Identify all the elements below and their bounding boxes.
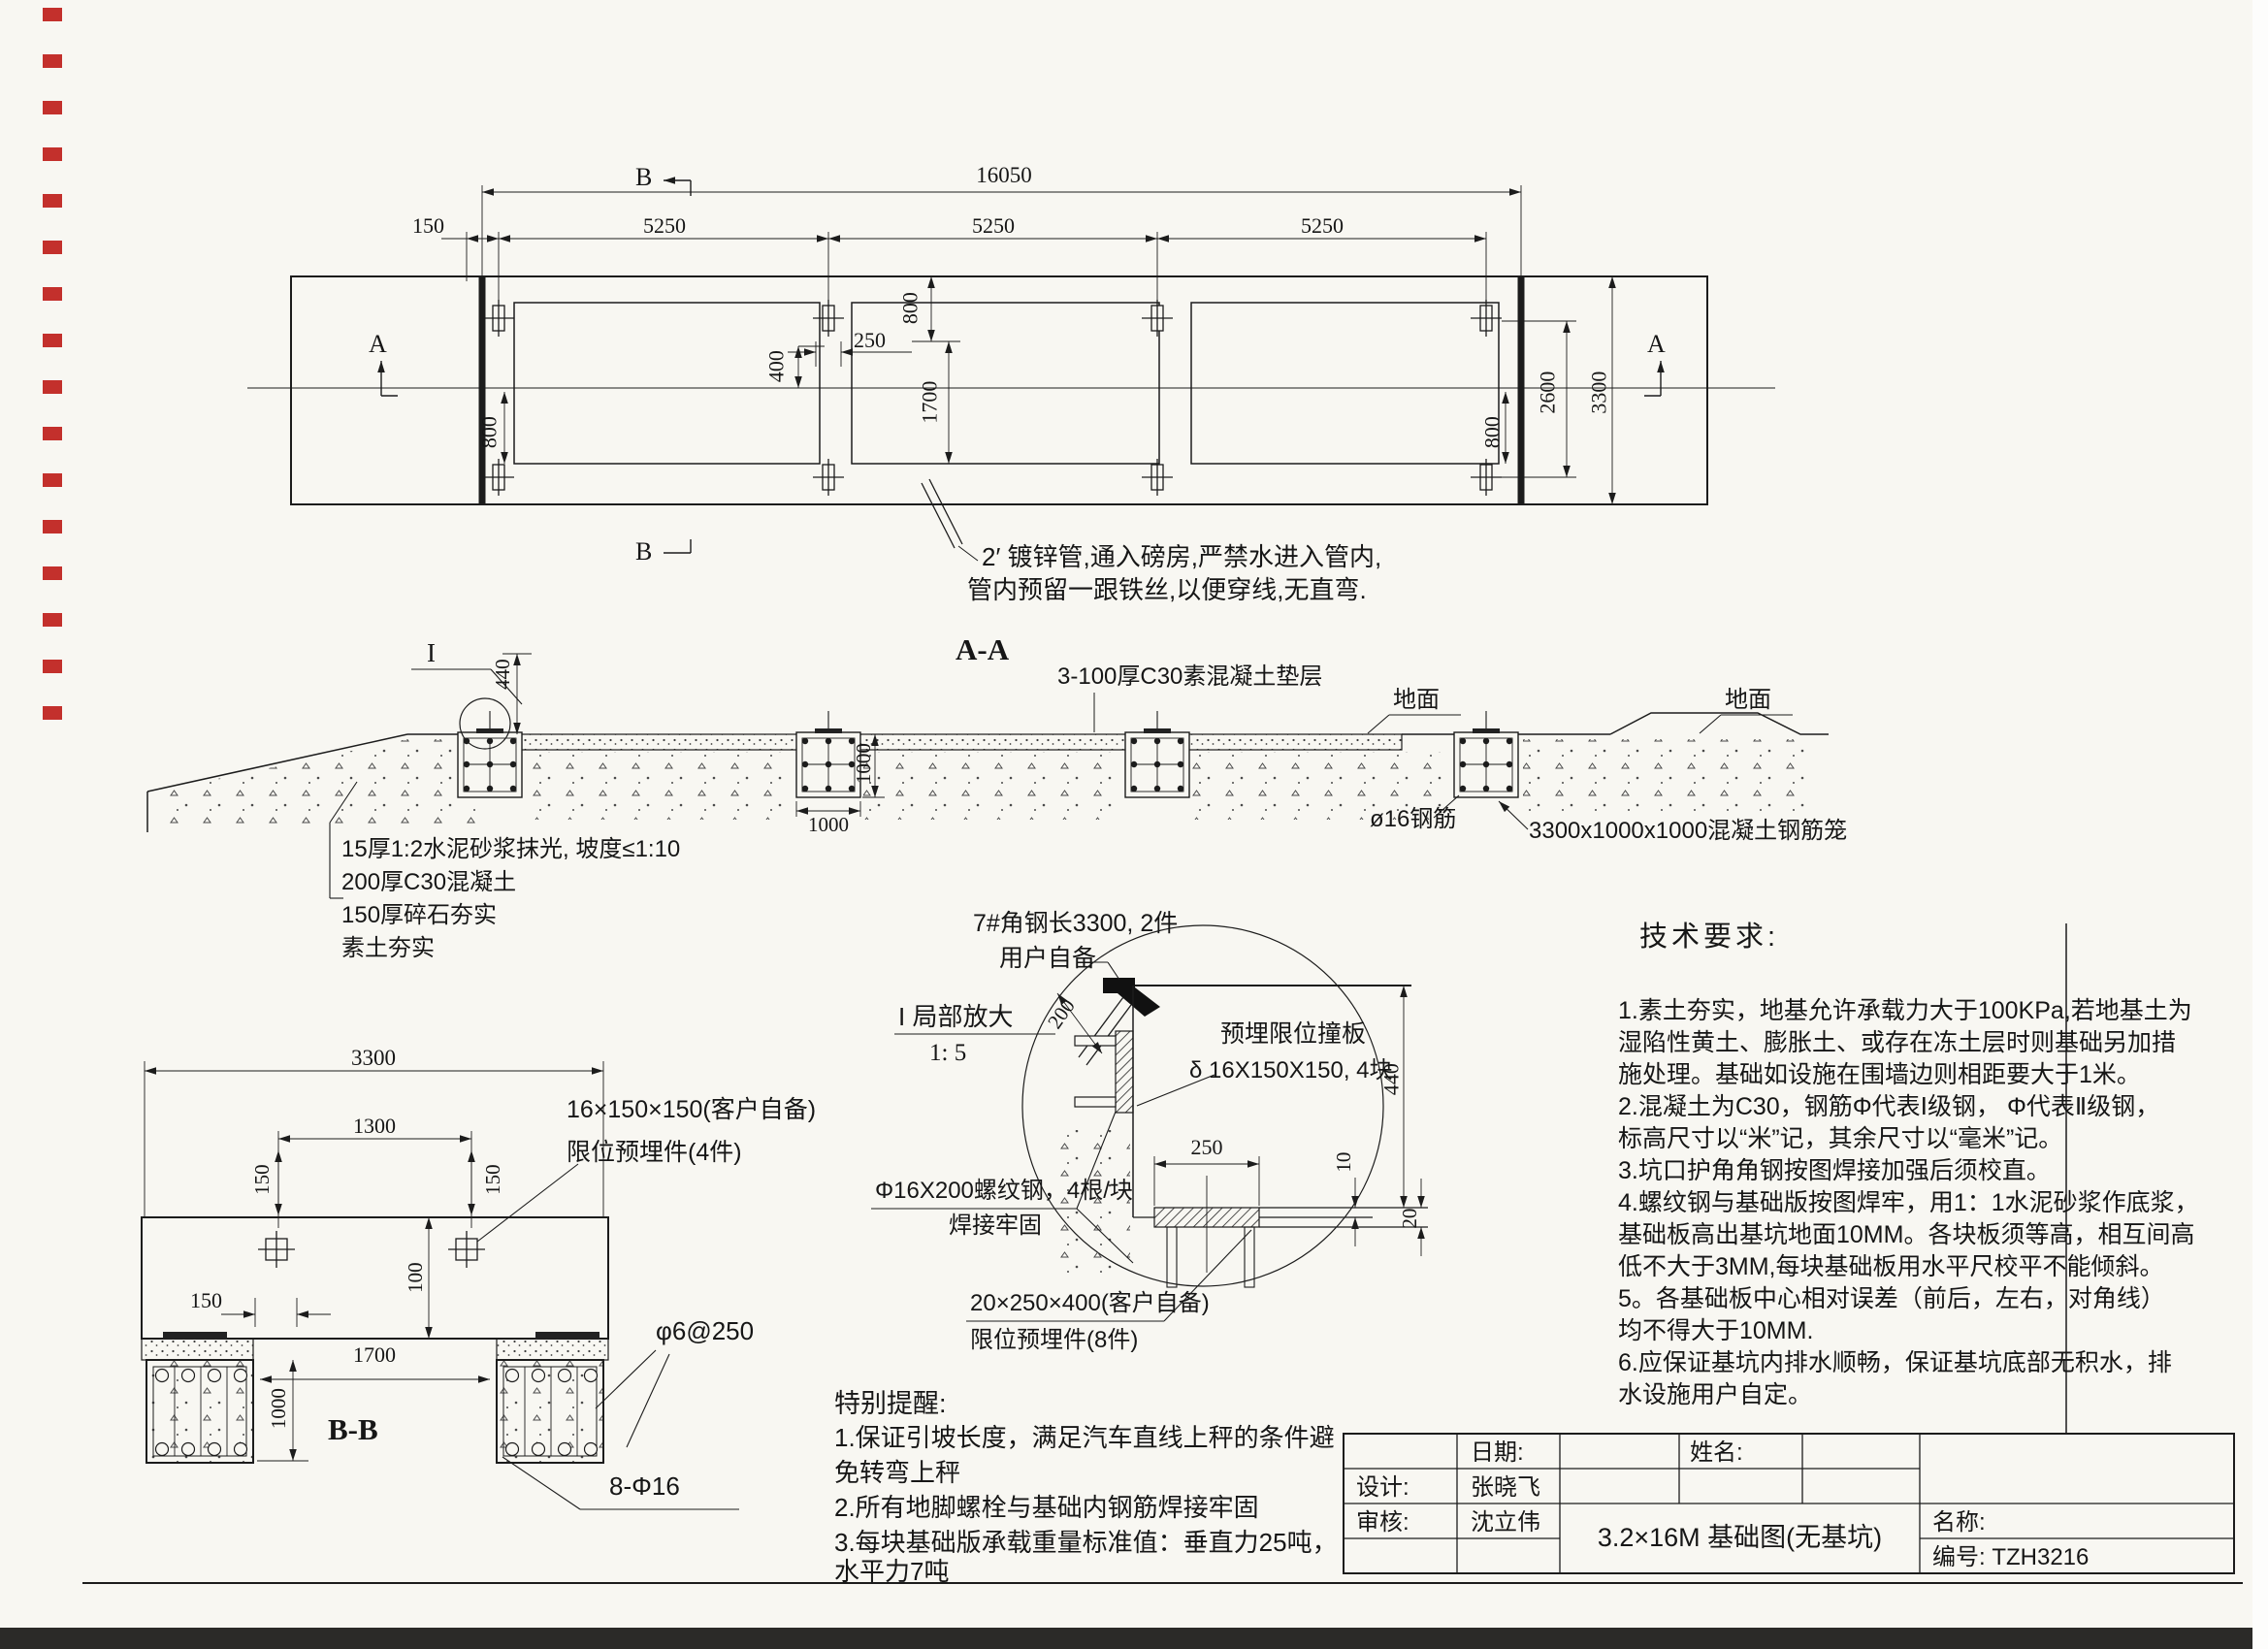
tech-line-1: 1.素土夯实，地基允许承载力大于100KPa,若地基土为 [1618,997,2192,1024]
plan-dim-250: 250 [854,328,886,352]
detail-scale: 1: 5 [929,1040,967,1066]
pipe-note-line1: 2′ 镀锌管,通入磅房,严禁水进入管内, [982,542,1382,571]
aa-cage-label: 3300x1000x1000混凝土钢筋笼 [1529,818,1848,844]
aa-dim-1000-v: 1000 [851,743,875,785]
ground-label-1: 地面 [1393,687,1440,713]
tech-line-9: 低不大于3MM,每块基础板用水平尺校平不能倾斜。 [1618,1253,2164,1280]
titleblock-checker-label: 审核: [1356,1509,1409,1536]
section-bb-title: B-B [328,1412,378,1446]
titleblock-designer-label: 设计: [1356,1474,1409,1501]
notes-line-2: 免转弯上秤 [834,1458,961,1487]
layer-note-2: 200厚C30混凝土 [341,869,517,895]
detail-dim-440: 440 [1378,1063,1404,1096]
drawing-title: 3.2×16M 基础图(无基坑) [1597,1523,1883,1552]
bb-embed-label-2: 限位预埋件(4件) [567,1139,742,1166]
plan-dim-3300: 3300 [1586,371,1611,414]
bb-dim-1700: 1700 [353,1342,396,1367]
detail-embed-label-2: 限位预埋件(8件) [970,1327,1139,1353]
detail-title: I 局部放大 [898,1002,1014,1031]
bedding-note: 3-100厚C30素混凝土垫层 [1057,663,1323,690]
aa-dim-440: 440 [490,659,514,690]
plan-dim-16050: 16050 [976,163,1032,187]
layer-note-4: 素土夯实 [341,935,435,961]
ground-label-2: 地面 [1725,687,1771,713]
tech-line-4: 2.混凝土为C30，钢筋Φ代表Ⅰ级钢， Φ代表Ⅱ级钢， [1618,1093,2160,1120]
plan-dim-2600: 2600 [1535,371,1560,414]
aa-dim-1000-h: 1000 [808,813,849,836]
notes-line-3: 2.所有地脚螺栓与基础内钢筋焊接牢固 [834,1493,1259,1522]
detail-plate-label-2: δ 16X150X150, 4块 [1189,1057,1393,1083]
detail-plate-label-1: 预埋限位撞板 [1220,1020,1367,1048]
tech-line-3: 施处理。基础如设施在围墙边则相距要大于1米。 [1618,1061,2141,1088]
titleblock-checker-value: 沈立伟 [1471,1509,1540,1536]
detail-rebar-label-1: Φ16X200螺纹钢，4根/块 [875,1178,1133,1204]
tech-title: 技术要求: [1639,922,1780,953]
bb-stirrup-label: φ6@250 [656,1316,755,1345]
plan-dim-800-right: 800 [1479,416,1505,449]
bb-dim-3300: 3300 [351,1046,396,1070]
bb-rebar-label: 8-Φ16 [609,1471,680,1501]
plan-dim-150: 150 [412,213,444,238]
section-marker-b-top: B [635,163,653,191]
plan-dim-5250-1: 5250 [643,213,686,238]
section-aa-title: A-A [956,632,1010,666]
tech-line-6: 3.坑口护角角钢按图焊接加强后须校直。 [1618,1157,2051,1184]
section-marker-b-bottom: B [635,537,653,566]
titleblock-date-label: 日期: [1471,1439,1524,1466]
titleblock-name-label: 姓名: [1690,1439,1743,1466]
layer-note-1: 15厚1:2水泥砂浆抹光, 坡度≤1:10 [341,836,681,862]
notes-line-4: 3.每块基础版承载重量标准值：垂直力25吨， [834,1528,1338,1557]
bb-dim-150-right: 150 [480,1164,504,1195]
plan-dim-5250-2: 5250 [972,213,1015,238]
layer-note-3: 150厚碎石夯实 [341,902,498,928]
plan-dim-800-left: 800 [476,416,502,449]
tech-line-13: 水设施用户自定。 [1618,1381,1813,1408]
tech-line-12: 6.应保证基坑内排水顺畅，保证基坑底部无积水，排 [1618,1349,2172,1376]
scan-edge-bar [0,1628,2268,1649]
notes-line-1: 1.保证引坡长度，满足汽车直线上秤的条件避 [834,1423,1335,1452]
detail-rebar-label-2: 焊接牢固 [949,1212,1042,1239]
detail-angle-label-1: 7#角钢长3300, 2件 [973,910,1179,937]
scan-right-edge [2252,0,2268,1649]
bb-dim-100: 100 [403,1262,427,1293]
tech-line-10: 5。各基础板中心相对误差（前后，左右，对角线） [1618,1285,2165,1312]
bb-dim-1000: 1000 [266,1388,290,1430]
detail-dim-250: 250 [1190,1135,1223,1159]
tech-line-2: 湿陷性黄土、膨胀土、或存在冻土层时则基础另加措 [1618,1029,2177,1056]
detail-dim-20: 20 [1397,1208,1421,1229]
detail-embed-label-1: 20×250×400(客户自备) [970,1290,1210,1316]
titleblock-title-label: 名称: [1932,1509,1986,1536]
tech-line-5: 标高尺寸以“米”记，其余尺寸以“毫米”记。 [1618,1125,2063,1152]
detail-angle-label-2: 用户自备 [999,945,1097,972]
plan-dim-1700: 1700 [917,380,942,424]
tech-line-11: 均不得大于10MM. [1618,1317,1814,1344]
pipe-note-line2: 管内预留一跟铁丝,以便穿线,无直弯. [967,575,1367,604]
tech-line-8: 基础板高出基坑地面10MM。各块板须等高，相互间高 [1618,1221,2195,1248]
aa-rebar-label: ø16钢筋 [1370,806,1457,832]
bb-dim-150-small: 150 [190,1288,222,1312]
section-marker-a-right: A [1647,330,1666,358]
bb-embed-label-1: 16×150×150(客户自备) [567,1096,817,1123]
plan-dim-800-top: 800 [897,292,923,325]
notes-title: 特别提醒: [834,1389,947,1418]
bb-dim-1300: 1300 [353,1114,396,1138]
tech-line-7: 4.螺纹钢与基础版按图焊牢，用1：1水泥砂浆作底浆， [1618,1189,2199,1216]
detail-marker-i: I [427,638,436,667]
titleblock-number: 编号: TZH3216 [1932,1544,2090,1570]
titleblock-designer-value: 张晓飞 [1471,1474,1540,1501]
detail-dim-10: 10 [1331,1151,1355,1173]
plan-dim-400: 400 [763,350,789,383]
notes-line-5: 水平力7吨 [834,1557,950,1586]
plan-dim-5250-3: 5250 [1301,213,1344,238]
scan-punch-marks [43,8,62,729]
section-marker-a-left: A [369,330,387,358]
bb-dim-150-left: 150 [249,1164,274,1195]
